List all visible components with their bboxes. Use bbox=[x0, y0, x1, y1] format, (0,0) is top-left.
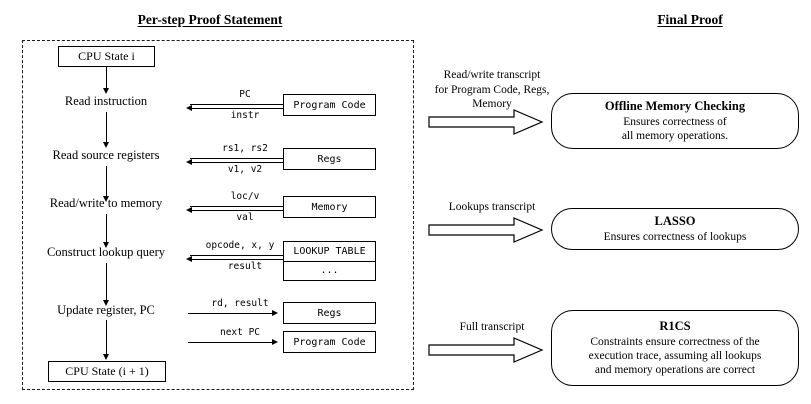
msg-head-4-left bbox=[186, 256, 192, 262]
cpu-state-start-box: CPU State i bbox=[58, 46, 155, 67]
result-body-r1cs-line-3: and memory operations are correct bbox=[594, 364, 756, 376]
flow-arrow-6-head bbox=[103, 354, 109, 360]
result-body-r1cs-line-2: execution trace, assuming all lookups bbox=[588, 350, 762, 362]
msg-line-1-in bbox=[190, 108, 298, 109]
block-arrow-full-transcript bbox=[428, 336, 544, 364]
msg-head-1-left bbox=[186, 105, 192, 111]
lookup-table-header-row: LOOKUP TABLE bbox=[284, 242, 375, 262]
msg-out-pc: PC bbox=[239, 89, 251, 100]
result-body-offline-memory-checking-line-1: Ensures correctness of bbox=[623, 116, 727, 128]
step-label-update-register-pc: Update register, PC bbox=[57, 303, 155, 317]
result-body-r1cs-line-1: Constraints ensure correctness of the bbox=[590, 336, 760, 348]
transcript-caption-lookups: Lookups transcript bbox=[418, 200, 566, 215]
per-step-dashed-container bbox=[22, 40, 414, 390]
target-label-program-code-2: Program Code bbox=[293, 336, 366, 348]
flow-arrow-1-line bbox=[106, 67, 107, 88]
cpu-state-end-box: CPU State (i + 1) bbox=[48, 361, 166, 382]
result-capsule-offline-memory-checking: Offline Memory Checking Ensures correctn… bbox=[551, 93, 799, 149]
result-body-lasso-line-1: Ensures correctness of lookups bbox=[603, 231, 747, 243]
result-title-r1cs: R1CS bbox=[659, 319, 691, 333]
msg-out-rs1-rs2: rs1, rs2 bbox=[222, 143, 268, 154]
flow-arrow-5-head bbox=[103, 300, 109, 306]
block-arrow-lookups-transcript bbox=[428, 216, 544, 244]
flow-arrow-2-head bbox=[103, 142, 109, 148]
target-label-regs-2: Regs bbox=[317, 307, 342, 319]
msg-head-5-right bbox=[272, 310, 278, 316]
msg-out-opcode-x-y: opcode, x, y bbox=[205, 240, 275, 251]
lookup-table-ellipsis: ... bbox=[320, 265, 339, 277]
msg-out-next-pc: next PC bbox=[219, 327, 261, 338]
target-box-lookup-table: LOOKUP TABLE ... bbox=[283, 241, 376, 281]
target-box-program-code-1: Program Code bbox=[283, 94, 376, 116]
flow-arrow-2-line bbox=[106, 112, 107, 142]
flow-arrow-3-head bbox=[103, 196, 109, 202]
cpu-state-end-label: CPU State (i + 1) bbox=[65, 364, 149, 378]
msg-line-4-out bbox=[190, 255, 298, 256]
msg-line-5-out bbox=[188, 313, 274, 314]
msg-line-1-out bbox=[190, 104, 298, 105]
transcript-caption-memory-line-1: Read/write transcript bbox=[443, 69, 541, 81]
msg-line-2-in bbox=[190, 162, 298, 163]
msg-line-2-out bbox=[190, 158, 298, 159]
msg-in-result: result bbox=[227, 261, 263, 272]
transcript-caption-memory-line-3: Memory bbox=[472, 98, 512, 110]
target-box-program-code-2: Program Code bbox=[283, 331, 376, 353]
flow-arrow-4-head bbox=[103, 242, 109, 248]
block-arrow-memory-transcript bbox=[428, 108, 544, 136]
result-title-lasso: LASSO bbox=[654, 214, 696, 228]
result-title-offline-memory-checking: Offline Memory Checking bbox=[604, 99, 746, 113]
msg-line-3-in bbox=[190, 210, 298, 211]
right-section-title: Final Proof bbox=[657, 12, 723, 27]
target-label-memory: Memory bbox=[311, 201, 348, 213]
target-box-regs-1: Regs bbox=[283, 148, 376, 170]
left-section-title: Per-step Proof Statement bbox=[137, 12, 283, 27]
step-label-construct-lookup-query: Construct lookup query bbox=[46, 245, 166, 259]
step-label-read-write-memory: Read/write to memory bbox=[49, 196, 163, 210]
msg-head-2-left bbox=[186, 159, 192, 165]
flow-arrow-1-head bbox=[103, 88, 109, 94]
flow-arrow-5-line bbox=[106, 263, 107, 300]
msg-line-3-out bbox=[190, 206, 298, 207]
transcript-caption-full-line-1: Full transcript bbox=[459, 321, 525, 333]
lookup-table-ellipsis-row: ... bbox=[284, 262, 375, 281]
transcript-caption-memory-line-2: for Program Code, Regs, bbox=[434, 83, 550, 96]
result-capsule-lasso: LASSO Ensures correctness of lookups bbox=[551, 208, 799, 250]
cpu-state-start-label: CPU State i bbox=[78, 49, 135, 63]
result-body-offline-memory-checking-line-2: all memory operations. bbox=[621, 130, 729, 142]
result-capsule-r1cs: R1CS Constraints ensure correctness of t… bbox=[551, 310, 799, 386]
lookup-table-title: LOOKUP TABLE bbox=[293, 245, 366, 257]
msg-line-4-in bbox=[190, 259, 298, 260]
step-label-read-instruction: Read instruction bbox=[64, 94, 148, 108]
msg-out-loc-v: loc/v bbox=[230, 191, 260, 202]
target-box-regs-2: Regs bbox=[283, 302, 376, 324]
transcript-caption-full: Full transcript bbox=[418, 320, 566, 335]
msg-in-val: val bbox=[236, 212, 254, 223]
msg-out-rd-result: rd, result bbox=[211, 298, 269, 309]
flow-arrow-4-line bbox=[106, 214, 107, 242]
flow-arrow-6-line bbox=[106, 320, 107, 354]
target-label-regs-1: Regs bbox=[317, 153, 342, 165]
transcript-caption-memory: Read/write transcript for Program Code, … bbox=[418, 68, 566, 112]
transcript-caption-lookups-line-1: Lookups transcript bbox=[448, 201, 536, 213]
msg-in-instr: instr bbox=[230, 110, 260, 121]
msg-line-6-out bbox=[188, 342, 274, 343]
step-label-read-source-registers: Read source registers bbox=[52, 148, 160, 162]
msg-head-6-right bbox=[272, 339, 278, 345]
target-label-program-code-1: Program Code bbox=[293, 99, 366, 111]
flow-arrow-3-line bbox=[106, 166, 107, 196]
msg-in-v1-v2: v1, v2 bbox=[227, 164, 263, 175]
msg-head-3-left bbox=[186, 207, 192, 213]
target-box-memory: Memory bbox=[283, 196, 376, 218]
